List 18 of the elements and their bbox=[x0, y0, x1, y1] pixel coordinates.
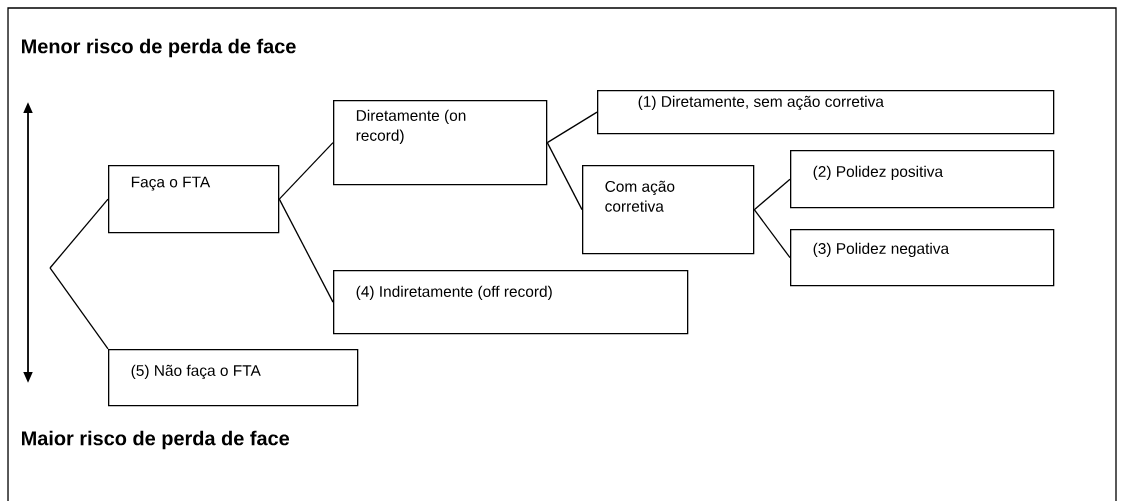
text-box: (1) Diretamente, sem ação corretiva bbox=[597, 90, 1055, 135]
connector-line bbox=[546, 142, 583, 211]
connector-line bbox=[49, 267, 109, 350]
risk-heading: Menor risco de perda de face bbox=[22, 38, 296, 58]
connector-line bbox=[753, 209, 791, 259]
text-box: (4) Indiretamente (off record) bbox=[333, 270, 689, 335]
text-box: Faça o FTA bbox=[108, 165, 280, 234]
text-box: Diretamente (on record) bbox=[333, 100, 548, 186]
connector-line bbox=[49, 198, 109, 269]
connector-line bbox=[753, 178, 791, 211]
risk-heading: Maior risco de perda de face bbox=[22, 430, 290, 450]
text-box: (2) Polidez positiva bbox=[790, 150, 1055, 209]
text-box: Com ação corretiva bbox=[582, 165, 755, 255]
text-box: (5) Não faça o FTA bbox=[108, 349, 359, 407]
connector-line bbox=[278, 142, 334, 200]
connector-line bbox=[546, 111, 598, 144]
text-box: (3) Polidez negativa bbox=[790, 229, 1055, 287]
connector-line bbox=[278, 198, 334, 303]
